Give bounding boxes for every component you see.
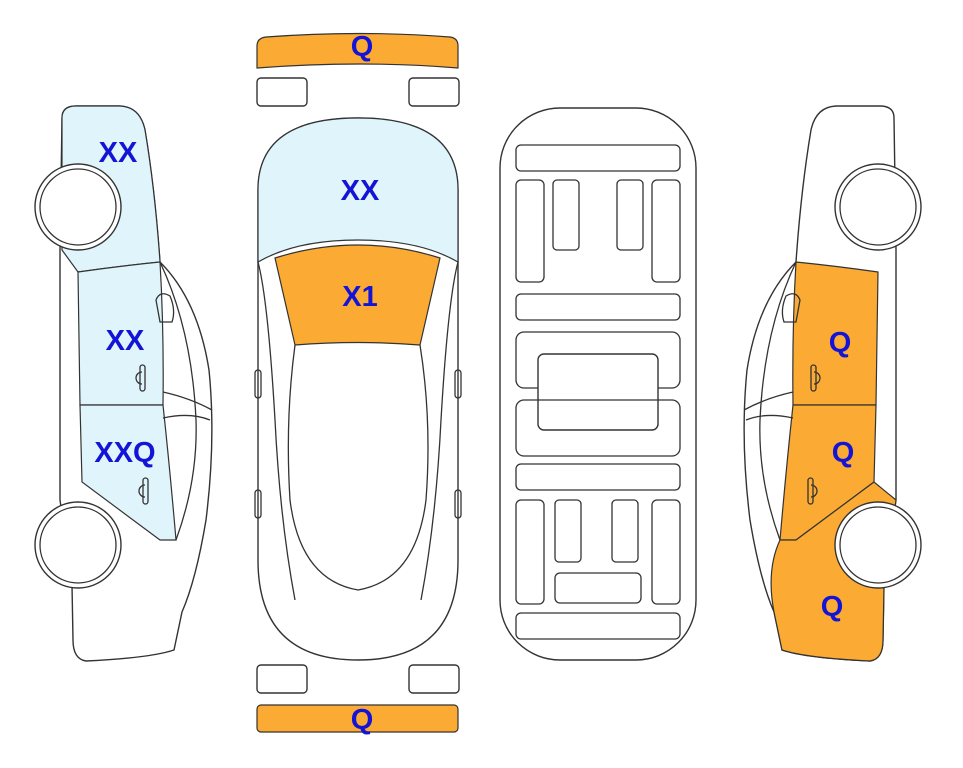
underbody-view: [499, 107, 697, 661]
rear-bumper-label: Q: [351, 704, 374, 736]
left-rear-wheel: [34, 163, 122, 251]
top-view: Q Q XX X1: [254, 31, 462, 736]
underbody-part: [515, 179, 545, 283]
front-left-headlight: [256, 77, 308, 107]
underbody-part: [515, 144, 681, 172]
door-handle-icon: [807, 477, 818, 505]
underbody-part: [552, 179, 580, 251]
underbody-part: [515, 399, 681, 457]
left-rear-wheel-rim: [39, 168, 117, 246]
underbody-part: [616, 179, 644, 251]
right-a-pillar: [420, 261, 459, 601]
door-handle-icon: [810, 364, 821, 392]
right-window-line: [759, 261, 797, 541]
underbody-part: [515, 463, 681, 491]
left-handle: [254, 489, 262, 519]
right-pillar: [743, 391, 794, 421]
right-mirror: [454, 369, 462, 399]
rear-right-taillight: [408, 664, 460, 694]
left-rear-door-label: XX: [106, 325, 145, 357]
rear-bumper[interactable]: [256, 704, 459, 733]
right-front-fender-label: Q: [821, 591, 844, 623]
right-side-view: Q Q Q: [743, 105, 922, 662]
left-side-mirror: [155, 293, 175, 323]
underbody-part: [554, 572, 642, 604]
door-handle-icon: [135, 364, 146, 392]
right-front-door-label: Q: [832, 437, 855, 469]
right-rear-door-label: Q: [829, 327, 852, 359]
right-handle: [454, 489, 462, 519]
rear-left-taillight: [256, 664, 308, 694]
right-rear-door-panel[interactable]: [792, 261, 879, 406]
front-bumper[interactable]: [256, 32, 459, 69]
right-rear-wheel: [834, 163, 922, 251]
underbody-part: [515, 499, 545, 605]
left-window-line: [159, 261, 197, 541]
right-side-mirror: [781, 293, 801, 323]
left-mirror: [254, 369, 262, 399]
cabin-outline: [287, 344, 429, 591]
right-front-wheel: [834, 501, 922, 589]
left-pillar: [162, 391, 213, 421]
right-rear-wheel-rim: [839, 168, 917, 246]
right-front-wheel-rim: [839, 506, 917, 584]
roof-label: XX: [341, 175, 380, 207]
front-bumper-label: Q: [351, 31, 374, 63]
windshield-panel[interactable]: [274, 244, 441, 346]
underbody-part: [515, 612, 681, 640]
door-handle-icon: [138, 477, 149, 505]
underbody-tank: [537, 353, 659, 431]
underbody-part: [651, 499, 681, 605]
left-side-view: XX XX XXQ: [34, 105, 213, 662]
left-rear-quarter-label: XX: [99, 137, 138, 169]
underbody-part: [611, 499, 639, 563]
left-front-wheel-rim: [39, 506, 117, 584]
left-front-wheel: [34, 501, 122, 589]
underbody-part: [554, 499, 582, 563]
underbody-part: [651, 179, 681, 283]
left-rear-door-panel[interactable]: [77, 261, 164, 406]
left-a-pillar: [257, 261, 296, 601]
underbody-part: [515, 293, 681, 321]
left-front-door-label: XXQ: [94, 437, 155, 469]
roof-panel[interactable]: [257, 117, 459, 264]
front-right-headlight: [408, 77, 460, 107]
windshield-label: X1: [342, 281, 377, 313]
